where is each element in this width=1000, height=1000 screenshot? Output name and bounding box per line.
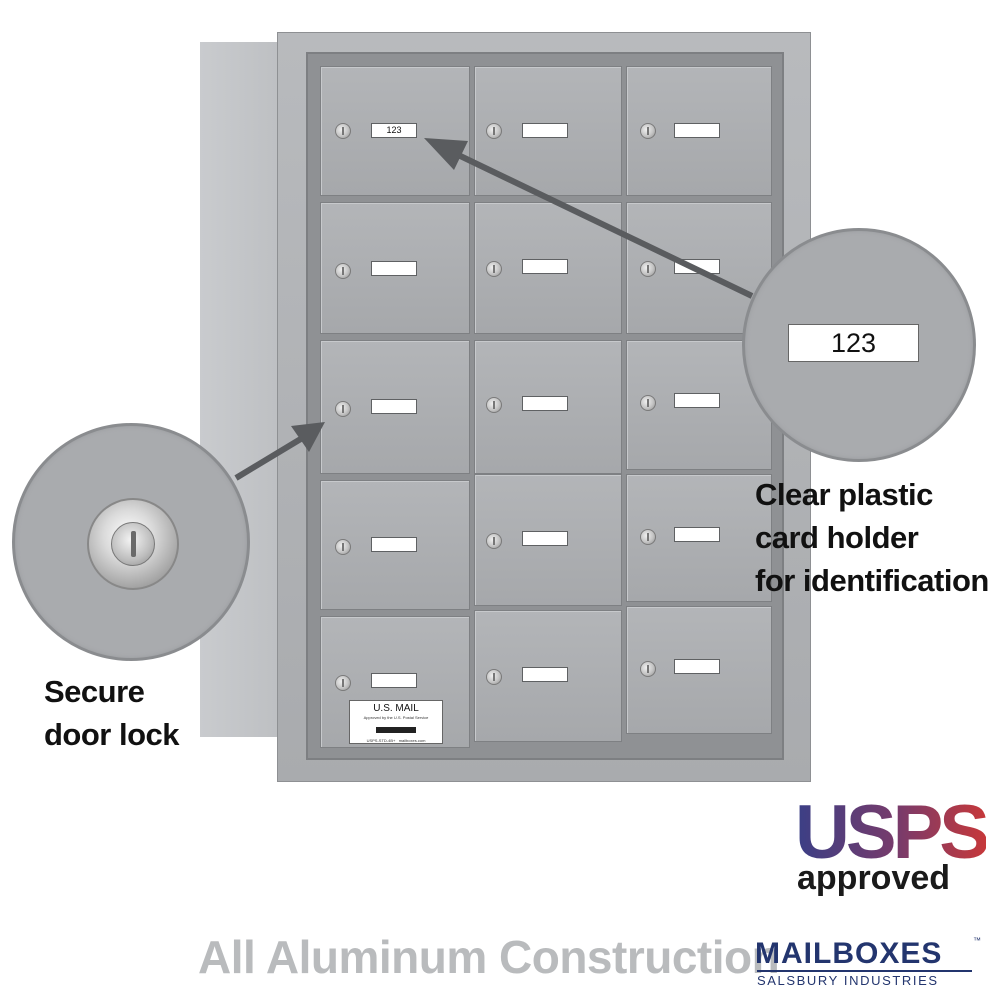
mailboxes-brand-logo: MAILBOXES [755, 937, 943, 970]
door-lock-icon[interactable] [486, 397, 502, 413]
salsbury-industries-text: SALSBURY INDUSTRIES [757, 973, 939, 988]
construction-tagline: All Aluminum Construction [198, 931, 780, 983]
card-holder [522, 259, 568, 274]
card-holder [674, 123, 720, 138]
door-lock-callout-label: Secure door lock [44, 670, 180, 756]
mailbox-door[interactable] [474, 340, 622, 474]
door-lock-icon[interactable] [640, 661, 656, 677]
us-mail-plate-footer: USPS-STD-4B+ mailboxes.com [350, 738, 442, 744]
mailbox-door[interactable] [626, 474, 772, 602]
lock-label-line-1: Secure [44, 674, 145, 709]
card-label-line-1: Clear plastic [755, 477, 933, 512]
card-callout-arrow [450, 149, 754, 299]
door-lock-icon[interactable] [335, 539, 351, 555]
card-holder [371, 673, 417, 688]
door-lock-icon[interactable] [486, 533, 502, 549]
card-holder-zoom-circle: 123 [742, 228, 976, 462]
card-holder [522, 396, 568, 411]
card-holder [522, 123, 568, 138]
card-arrowhead-icon [424, 138, 468, 170]
plate-footer-left: USPS-STD-4B+ [366, 738, 396, 743]
door-lock-icon[interactable] [640, 529, 656, 545]
mailbox-door[interactable] [320, 202, 470, 334]
card-holder [522, 531, 568, 546]
us-mail-plate-subtitle: Approved by the U.S. Postal Service [363, 715, 429, 720]
card-holder [371, 399, 417, 414]
cabinet-compartment-grid: 123 [306, 52, 784, 760]
door-lock-icon[interactable] [335, 675, 351, 691]
mailbox-door[interactable] [626, 66, 772, 196]
lock-cylinder [111, 522, 155, 566]
card-holder [674, 393, 720, 408]
usps-logo: USPS [795, 790, 990, 875]
mailbox-door[interactable] [320, 340, 470, 474]
card-holder [371, 537, 417, 552]
zoom-lock-icon [87, 498, 179, 590]
card-label-line-3: for identification [755, 563, 989, 598]
card-holder [674, 527, 720, 542]
door-lock-icon[interactable] [640, 261, 656, 277]
usps-approved-text: approved [797, 859, 951, 897]
card-holder: 123 [371, 123, 417, 138]
door-lock-icon[interactable] [486, 669, 502, 685]
card-holder-callout-label: Clear plastic card holder for identifica… [755, 473, 989, 602]
lock-label-line-2: door lock [44, 717, 180, 752]
door-lock-icon[interactable] [335, 401, 351, 417]
door-lock-icon[interactable] [335, 263, 351, 279]
door-lock-zoom-circle [12, 423, 250, 661]
keyhole-icon [131, 531, 136, 557]
card-holder [522, 667, 568, 682]
trademark-symbol: ™ [973, 936, 981, 945]
mailbox-door[interactable]: U.S. MAIL Approved by the U.S. Postal Se… [320, 616, 470, 748]
mailbox-door[interactable] [320, 480, 470, 610]
door-lock-icon[interactable] [335, 123, 351, 139]
mailbox-door[interactable] [474, 610, 622, 742]
mailbox-door[interactable]: 123 [320, 66, 470, 196]
card-holder [674, 659, 720, 674]
plate-footer-right: mailboxes.com [398, 738, 426, 743]
mailbox-door[interactable] [474, 474, 622, 606]
card-label-line-2: card holder [755, 520, 919, 555]
mailbox-door[interactable] [626, 340, 772, 470]
card-holder [371, 261, 417, 276]
door-lock-icon[interactable] [640, 123, 656, 139]
us-mail-plate-title: U.S. MAIL [373, 703, 419, 714]
brand-divider [757, 970, 972, 972]
lock-arrowhead-icon [291, 422, 325, 452]
us-mail-approval-plate: U.S. MAIL Approved by the U.S. Postal Se… [349, 700, 443, 744]
salsbury-plate-logo [376, 727, 416, 733]
door-lock-icon[interactable] [486, 261, 502, 277]
mailbox-door[interactable] [626, 606, 772, 734]
lock-callout-arrow [234, 434, 306, 481]
zoom-card-holder: 123 [788, 324, 919, 362]
door-lock-icon[interactable] [640, 395, 656, 411]
door-lock-icon[interactable] [486, 123, 502, 139]
